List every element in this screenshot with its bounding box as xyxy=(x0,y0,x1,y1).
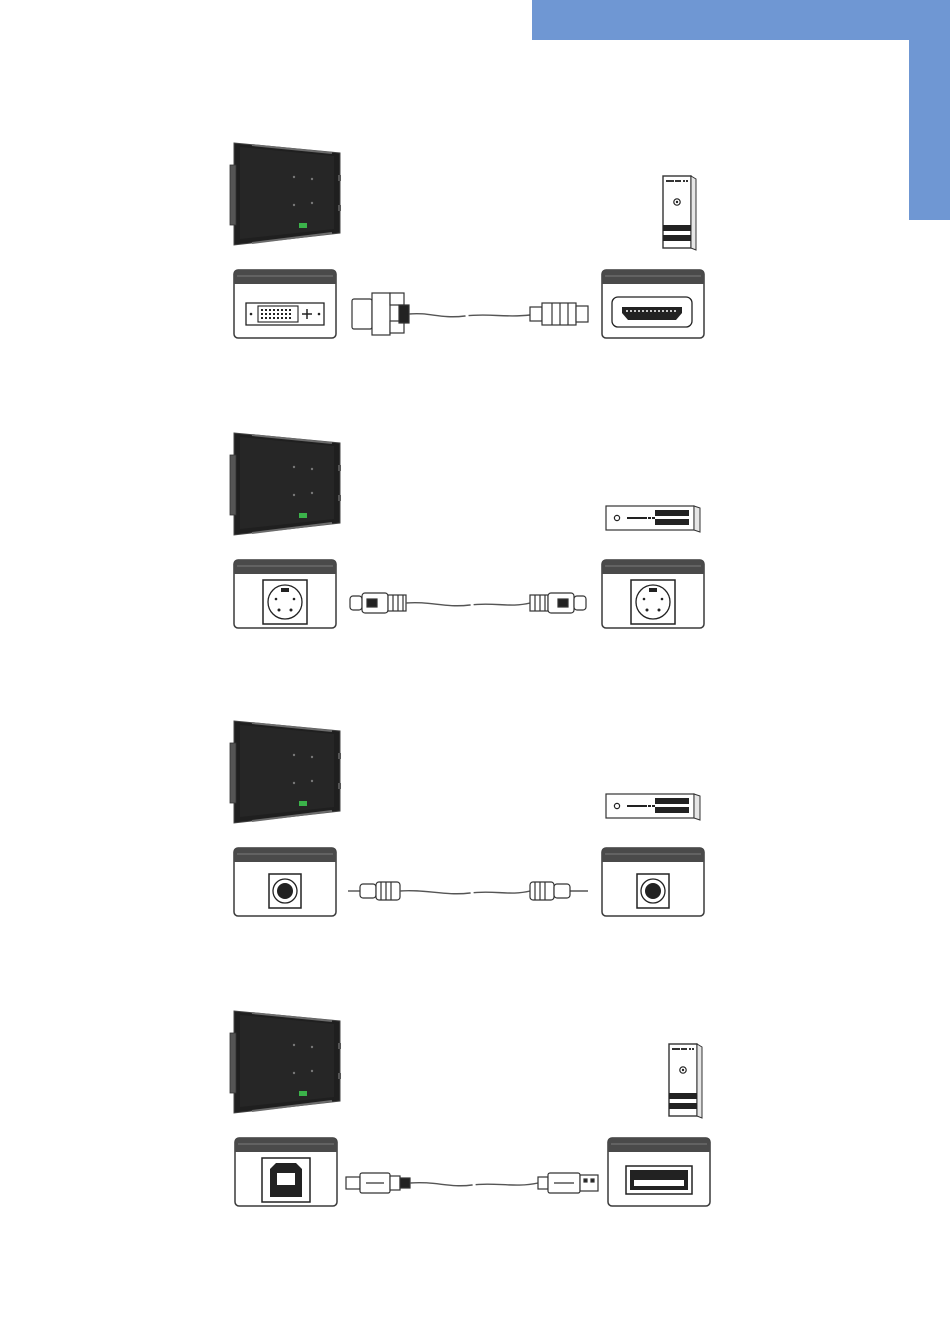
connection-composite xyxy=(0,713,950,933)
pc-tower-icon xyxy=(663,176,696,250)
monitor-back-view xyxy=(230,721,341,823)
dvd-player-icon xyxy=(606,794,700,820)
rca-port-monitor xyxy=(234,848,336,916)
connection-dvi-hdmi xyxy=(0,135,950,355)
connection-s-video xyxy=(0,425,950,645)
s-video-cable xyxy=(350,593,586,613)
rca-port-source xyxy=(602,848,704,916)
s-video-port-monitor xyxy=(234,560,336,628)
usb-a-port xyxy=(608,1138,710,1206)
rca-cable xyxy=(348,882,588,900)
connection-usb xyxy=(0,1003,950,1223)
header-accent-bar xyxy=(532,0,950,40)
dvi-to-hdmi-cable xyxy=(352,293,588,335)
pc-tower-icon xyxy=(669,1044,702,1118)
usb-b-port xyxy=(235,1138,337,1206)
usb-a-to-b-cable xyxy=(346,1173,598,1193)
dvi-port xyxy=(234,270,336,338)
hdmi-port xyxy=(602,270,704,338)
monitor-back-view xyxy=(230,1011,341,1113)
monitor-back-view xyxy=(230,433,341,535)
dvd-player-icon xyxy=(606,506,700,532)
s-video-port-source xyxy=(602,560,704,628)
monitor-back-view xyxy=(230,143,341,245)
